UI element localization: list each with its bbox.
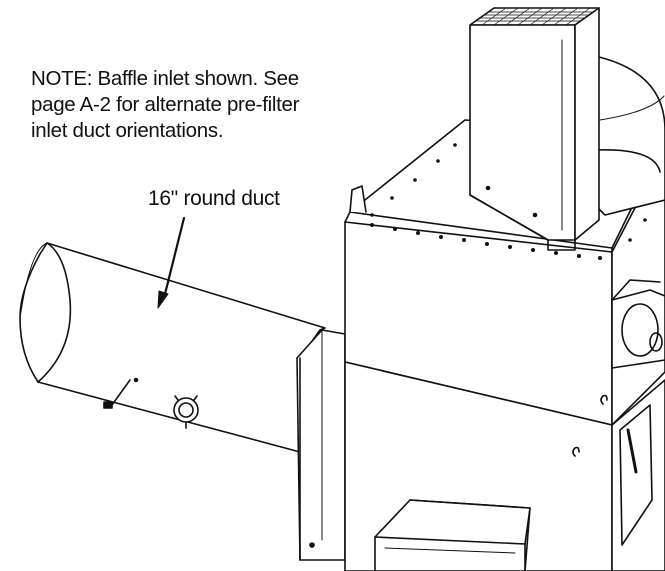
round-duct — [19, 242, 326, 453]
callout-arrow — [157, 216, 186, 309]
note-line-3: inlet duct orientations. — [31, 119, 224, 142]
blower-motor — [611, 279, 665, 369]
blower-housing — [589, 54, 665, 216]
duct-handle — [103, 377, 139, 409]
inlet-adapter — [296, 329, 346, 561]
lower-cabinet — [344, 361, 665, 571]
duct-fitting — [173, 395, 199, 429]
access-panel — [374, 499, 531, 571]
duct-callout-label: 16" round duct — [148, 187, 280, 210]
note-line-1: NOTE: Baffle inlet shown. See — [31, 67, 299, 90]
exhaust-filter — [469, 7, 600, 251]
note-line-2: page A-2 for alternate pre-filter — [31, 93, 300, 116]
note-text: NOTE: Baffle inlet shown. See page A-2 f… — [31, 66, 331, 144]
